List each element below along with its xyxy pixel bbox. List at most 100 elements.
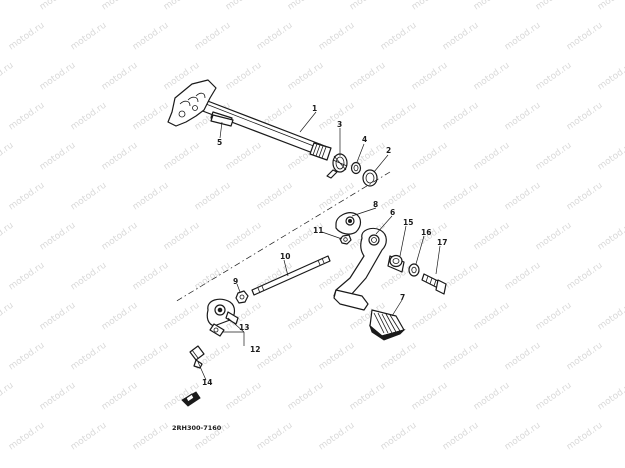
watermark-text: motod.ru [224, 221, 264, 253]
watermark-text: motod.ru [565, 421, 605, 453]
watermark-text: motod.ru [441, 261, 481, 293]
watermark-text: motod.ru [255, 181, 295, 213]
callout-15: 15 [403, 218, 413, 227]
watermark-text: motod.ru [596, 301, 625, 333]
oil-seal-part-2 [362, 169, 378, 187]
shift-pedal [333, 227, 387, 311]
watermark-text: motod.ru [131, 181, 171, 213]
watermark-text: motod.ru [38, 381, 78, 413]
watermark-text: motod.ru [7, 341, 47, 373]
watermark-text: motod.ru [69, 421, 109, 453]
washer-part-16 [408, 263, 420, 277]
watermark-text: motod.ru [224, 141, 264, 173]
watermark-text: motod.ru [472, 301, 512, 333]
watermark-text: motod.ru [38, 301, 78, 333]
watermark-text: motod.ru [69, 341, 109, 373]
watermark-text: motod.ru [193, 181, 233, 213]
watermark-text: motod.ru [534, 141, 574, 173]
watermark-text: motod.ru [69, 21, 109, 53]
watermark-text: motod.ru [100, 0, 140, 12]
watermark-text: motod.ru [534, 61, 574, 93]
watermark-text: motod.ru [193, 261, 233, 293]
callout-2: 2 [386, 146, 391, 155]
watermark-text: motod.ru [565, 21, 605, 53]
nut-part-11 [339, 234, 352, 245]
watermark-text: motod.ru [162, 141, 202, 173]
watermark-text: motod.ru [534, 381, 574, 413]
shift-rod [251, 255, 331, 296]
watermark-text: motod.ru [7, 181, 47, 213]
callout-6: 6 [390, 208, 395, 217]
watermark-text: motod.ru [131, 261, 171, 293]
watermark-text: motod.ru [596, 61, 625, 93]
watermark-text: motod.ru [131, 101, 171, 133]
callout-7: 7 [400, 293, 405, 302]
watermark-text: motod.ru [441, 101, 481, 133]
watermark-text: motod.ru [0, 0, 16, 12]
watermark-text: motod.ru [348, 381, 388, 413]
watermark-text: motod.ru [441, 421, 481, 453]
watermark-text: motod.ru [224, 0, 264, 12]
watermark-text: motod.ru [224, 61, 264, 93]
watermark-text: motod.ru [7, 21, 47, 53]
watermark-text: motod.ru [534, 221, 574, 253]
watermark-text: motod.ru [565, 101, 605, 133]
alignment-line [174, 171, 391, 303]
callout-1: 1 [312, 104, 317, 113]
watermark-text: motod.ru [379, 181, 419, 213]
watermark-text: motod.ru [472, 0, 512, 12]
watermark-text: motod.ru [379, 341, 419, 373]
watermark-text: motod.ru [69, 101, 109, 133]
watermark-text: motod.ru [69, 261, 109, 293]
watermark-text: motod.ru [162, 0, 202, 12]
watermark-text: motod.ru [0, 221, 16, 253]
watermark-text: motod.ru [317, 421, 357, 453]
watermark-text: motod.ru [0, 141, 16, 173]
callout-16: 16 [421, 228, 431, 237]
watermark-text: motod.ru [38, 221, 78, 253]
watermark-text: motod.ru [162, 301, 202, 333]
callout-5: 5 [217, 138, 222, 147]
watermark-text: motod.ru [410, 61, 450, 93]
watermark-text: motod.ru [286, 381, 326, 413]
watermark-text: motod.ru [100, 301, 140, 333]
watermark-text: motod.ru [224, 381, 264, 413]
watermark-text: motod.ru [503, 341, 543, 373]
watermark-text: motod.ru [38, 0, 78, 12]
watermark-text: motod.ru [596, 221, 625, 253]
watermark-text: motod.ru [7, 101, 47, 133]
leader-lines [197, 111, 441, 381]
watermark-text: motod.ru [410, 301, 450, 333]
watermark-text: motod.ru [348, 61, 388, 93]
watermark-text: motod.ru [131, 341, 171, 373]
callout-4: 4 [362, 135, 367, 144]
watermark-text: motod.ru [565, 341, 605, 373]
watermark-text: motod.ru [7, 261, 47, 293]
watermark-text: motod.ru [503, 421, 543, 453]
callout-17: 17 [437, 238, 447, 247]
callout-14: 14 [202, 378, 212, 387]
callout-8: 8 [373, 200, 378, 209]
bolt-part-17 [421, 273, 447, 295]
watermark-text: motod.ru [255, 21, 295, 53]
screw-part-14 [189, 345, 205, 369]
watermark-text: motod.ru [596, 0, 625, 12]
watermark-text: motod.ru [0, 301, 16, 333]
callout-11: 11 [313, 226, 323, 235]
collar-part-15 [387, 254, 405, 273]
watermark-text: motod.ru [100, 381, 140, 413]
watermark-text: motod.ru [472, 61, 512, 93]
watermark-text: motod.ru [379, 21, 419, 53]
watermark-text: motod.ru [565, 181, 605, 213]
watermark-text: motod.ru [100, 221, 140, 253]
watermark-text: motod.ru [162, 221, 202, 253]
watermark-text: motod.ru [379, 101, 419, 133]
watermark-text: motod.ru [255, 341, 295, 373]
watermark-text: motod.ru [472, 221, 512, 253]
watermark-text: motod.ru [348, 0, 388, 12]
watermark-text: motod.ru [472, 141, 512, 173]
pedal-rubber-part-7 [368, 309, 406, 341]
watermark-text: motod.ru [441, 341, 481, 373]
bracket-detail [181, 391, 201, 407]
